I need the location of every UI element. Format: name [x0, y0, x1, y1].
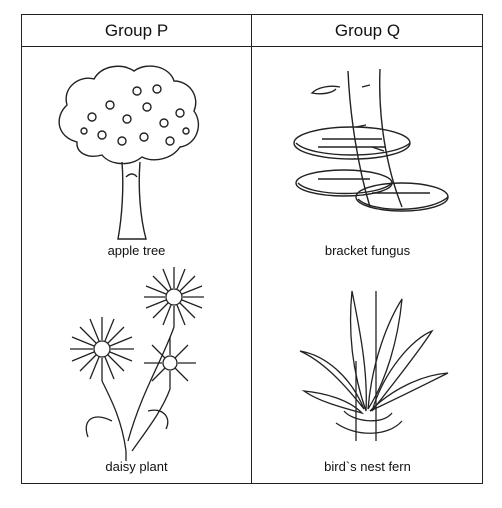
- daisy-plant-illustration: [70, 267, 204, 461]
- apple-tree-illustration: [58, 65, 199, 240]
- daisy-plant-label: daisy plant: [105, 459, 168, 474]
- bracket-fungus-label: bracket fungus: [324, 243, 411, 258]
- group-q-header: Group Q: [334, 21, 401, 40]
- birds-nest-fern-cell: bird`s nest fern: [252, 261, 483, 483]
- daisy-plant-cell: daisy plant: [22, 261, 251, 483]
- group-p-header: Group P: [104, 21, 169, 40]
- bracket-fungus-illustration: [293, 68, 449, 212]
- birds-nest-fern-illustration: [299, 290, 449, 441]
- bracket-fungus-cell: bracket fungus: [252, 47, 483, 261]
- birds-nest-fern-label: bird`s nest fern: [324, 459, 411, 474]
- column-divider: [251, 15, 252, 483]
- apple-tree-label: apple tree: [107, 243, 166, 258]
- classification-table: Group P Group Q apple tree: [21, 14, 483, 484]
- apple-tree-cell: apple tree: [22, 47, 251, 261]
- header-divider: [22, 46, 482, 47]
